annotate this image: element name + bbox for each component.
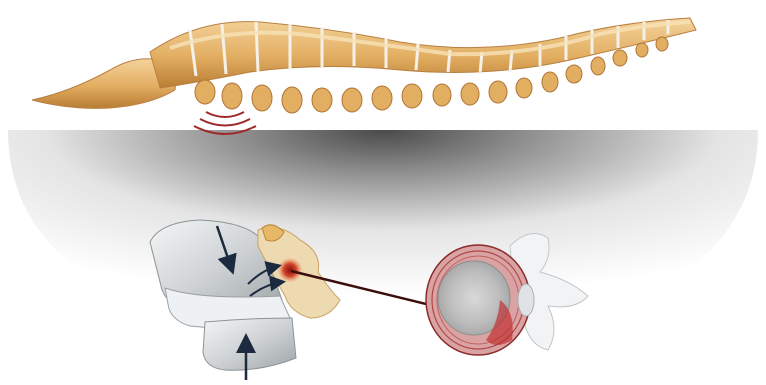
spinal-canal (518, 284, 534, 316)
shadow-bowl (8, 130, 758, 352)
lower-vertebral-body (203, 318, 296, 370)
spine-side-view (32, 18, 696, 113)
herniation-spot (277, 257, 303, 283)
